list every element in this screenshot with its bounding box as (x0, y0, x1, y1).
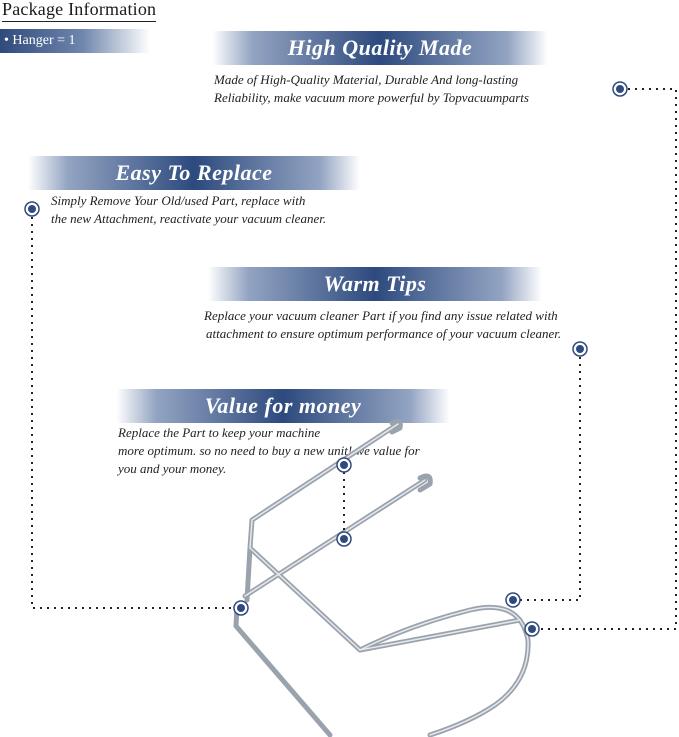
value-money-banner: Value for money (116, 389, 450, 423)
warm-tips-desc-line2: attachment to ensure optimum performance… (206, 326, 562, 341)
high-quality-desc-line1: Made of High-Quality Material, Durable A… (214, 72, 519, 87)
callout-dot-icon (24, 201, 40, 217)
easy-replace-desc-line2: the new Attachment, reactivate your vacu… (51, 211, 327, 226)
warm-tips-banner: Warm Tips (208, 267, 542, 301)
value-money-desc-line1: Replace the Part to keep your machine (118, 425, 321, 440)
easy-replace-desc-line1: Simply Remove Your Old/used Part, replac… (51, 193, 306, 208)
callout-dot-icon (612, 81, 628, 97)
warm-tips-desc-line1: Replace your vacuum cleaner Part if you … (204, 308, 558, 323)
high-quality-banner: High Quality Made (212, 31, 548, 65)
callout-dot-icon (572, 341, 588, 357)
easy-replace-banner: Easy To Replace (28, 156, 360, 190)
hanger-quantity-badge: • Hanger = 1 (0, 29, 150, 53)
package-information-title: Package Information (2, 0, 157, 22)
callout-dot-icon (524, 621, 540, 637)
callout-dot-icon (336, 531, 352, 547)
connector-lines (31, 88, 677, 630)
value-money-desc-line3: you and your money. (118, 461, 227, 476)
value-money-desc-line2: more optimum. so no need to buy a new un… (118, 443, 420, 458)
callout-dot-icon (505, 592, 521, 608)
wire-hanger-image (233, 418, 531, 737)
callout-dot-icon (233, 600, 249, 616)
callout-dot-icon (336, 457, 352, 473)
high-quality-desc-line2: Reliability, make vacuum more powerful b… (214, 90, 529, 105)
